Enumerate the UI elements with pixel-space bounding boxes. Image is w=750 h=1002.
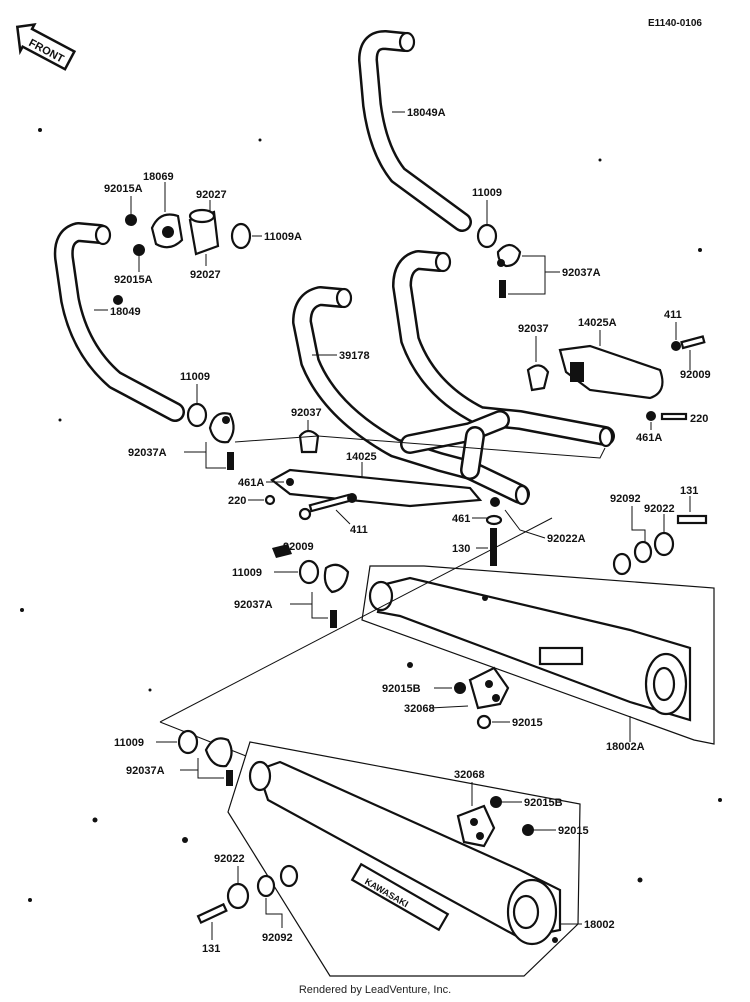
nut-92015-mid bbox=[476, 714, 492, 730]
label-92092-right: 92092 bbox=[610, 493, 641, 505]
label-411-right: 411 bbox=[664, 309, 682, 321]
washer-461A-mid bbox=[286, 478, 294, 486]
footer-credit: Rendered by LeadVenture, Inc. bbox=[298, 984, 452, 996]
clamp-92037A-left bbox=[208, 412, 235, 470]
label-11009-top: 11009 bbox=[472, 187, 502, 199]
label-92027-upper: 92027 bbox=[196, 189, 227, 201]
label-32068-low: 32068 bbox=[454, 769, 485, 781]
label-32068-mid: 32068 bbox=[404, 703, 435, 715]
spring-92009-mid bbox=[272, 544, 292, 558]
label-92015A-upper: 92015A bbox=[104, 183, 143, 195]
label-18002: 18002 bbox=[584, 919, 615, 931]
clamp-92037-right bbox=[526, 364, 550, 392]
label-220-mid: 220 bbox=[228, 495, 246, 507]
gasket-11009A bbox=[230, 222, 252, 250]
bolt-92009-right bbox=[680, 335, 706, 350]
label-39178: 39178 bbox=[339, 350, 370, 362]
washer-461 bbox=[490, 497, 500, 507]
collar-92027 bbox=[188, 208, 220, 256]
label-92015-mid: 92015 bbox=[512, 717, 543, 729]
nut-92015-low bbox=[522, 824, 534, 836]
label-11009-left: 11009 bbox=[180, 371, 210, 383]
gasket-11009-low bbox=[177, 729, 199, 755]
label-18069: 18069 bbox=[143, 171, 174, 183]
heat-cover-14025 bbox=[270, 468, 483, 508]
label-130: 130 bbox=[452, 543, 470, 555]
bolt-220-right bbox=[660, 412, 688, 421]
collar-92022-right bbox=[653, 531, 675, 557]
label-92015B-mid: 92015B bbox=[382, 683, 421, 695]
rubber-92092-low bbox=[256, 864, 299, 898]
nut-92015A-lower bbox=[133, 244, 145, 256]
label-92022-right: 92022 bbox=[644, 503, 675, 515]
label-92022A: 92022A bbox=[547, 533, 586, 545]
label-92009-mid: 92009 bbox=[283, 541, 314, 553]
front-arrow-icon: FRONT bbox=[15, 23, 77, 71]
collar-92022-low bbox=[226, 882, 250, 910]
muffler-18002A bbox=[361, 565, 715, 745]
label-11009-low: 11009 bbox=[114, 737, 144, 749]
gasket-11009-top bbox=[476, 223, 498, 249]
holder-18069 bbox=[150, 213, 184, 249]
clamp-92037A-top bbox=[496, 243, 522, 298]
label-14025: 14025 bbox=[346, 451, 377, 463]
diagram-code: E1140-0106 bbox=[648, 18, 702, 29]
nut-92015B-low bbox=[490, 796, 502, 808]
label-18002A: 18002A bbox=[606, 741, 645, 753]
label-18049: 18049 bbox=[110, 306, 141, 318]
label-18049A: 18049A bbox=[407, 107, 446, 119]
label-461A-mid: 461A bbox=[238, 477, 264, 489]
clamp-92037A-low bbox=[204, 737, 233, 786]
label-92037A-left: 92037A bbox=[128, 447, 167, 459]
label-92009-right: 92009 bbox=[680, 369, 711, 381]
scan-noise bbox=[20, 128, 722, 943]
label-131-right: 131 bbox=[680, 485, 698, 497]
label-92037-mid: 92037 bbox=[518, 323, 549, 335]
gasket-11009-left bbox=[186, 402, 208, 428]
label-461: 461 bbox=[452, 513, 470, 525]
bolt-220-mid bbox=[264, 494, 276, 506]
bolt-131-right bbox=[676, 514, 708, 525]
label-92015B-low: 92015B bbox=[524, 797, 563, 809]
bolt-131-low bbox=[196, 902, 228, 925]
gasket-11009-mid bbox=[298, 559, 320, 585]
nut-92015A-upper bbox=[125, 214, 137, 226]
header-pipe-18049 bbox=[53, 222, 185, 422]
washer-461A-right bbox=[646, 411, 656, 421]
label-92092-low: 92092 bbox=[262, 932, 293, 944]
bracket-32068-mid bbox=[468, 666, 510, 710]
nut-92015B-mid bbox=[454, 682, 466, 694]
label-92022-low: 92022 bbox=[214, 853, 245, 865]
label-14025A: 14025A bbox=[578, 317, 617, 329]
bolt-130 bbox=[490, 528, 497, 566]
label-92015-low: 92015 bbox=[558, 825, 589, 837]
label-92037-center: 92037 bbox=[291, 407, 322, 419]
nut-411-right bbox=[671, 341, 681, 351]
label-411-mid: 411 bbox=[350, 524, 368, 536]
header-pipe-18049A bbox=[358, 30, 472, 232]
bolt-411-mid bbox=[298, 493, 357, 521]
heat-cover-14025A bbox=[558, 344, 664, 400]
label-92015A-lower: 92015A bbox=[114, 274, 153, 286]
label-92037A-top: 92037A bbox=[562, 267, 601, 279]
label-11009-mid: 11009 bbox=[232, 567, 262, 579]
label-11009A: 11009A bbox=[264, 231, 302, 243]
label-92037A-mid: 92037A bbox=[234, 599, 273, 611]
label-461A-right: 461A bbox=[636, 432, 662, 444]
rubber-92092-right bbox=[612, 540, 653, 576]
bracket-32068-low bbox=[456, 804, 496, 848]
label-92037A-low: 92037A bbox=[126, 765, 165, 777]
clamp-92037-center bbox=[298, 429, 320, 454]
label-131-low: 131 bbox=[202, 943, 220, 955]
clamp-92037A-mid bbox=[323, 563, 350, 628]
label-220-right: 220 bbox=[690, 413, 708, 425]
collector-pipe-39178 bbox=[292, 250, 615, 506]
label-92027-lower: 92027 bbox=[190, 269, 221, 281]
